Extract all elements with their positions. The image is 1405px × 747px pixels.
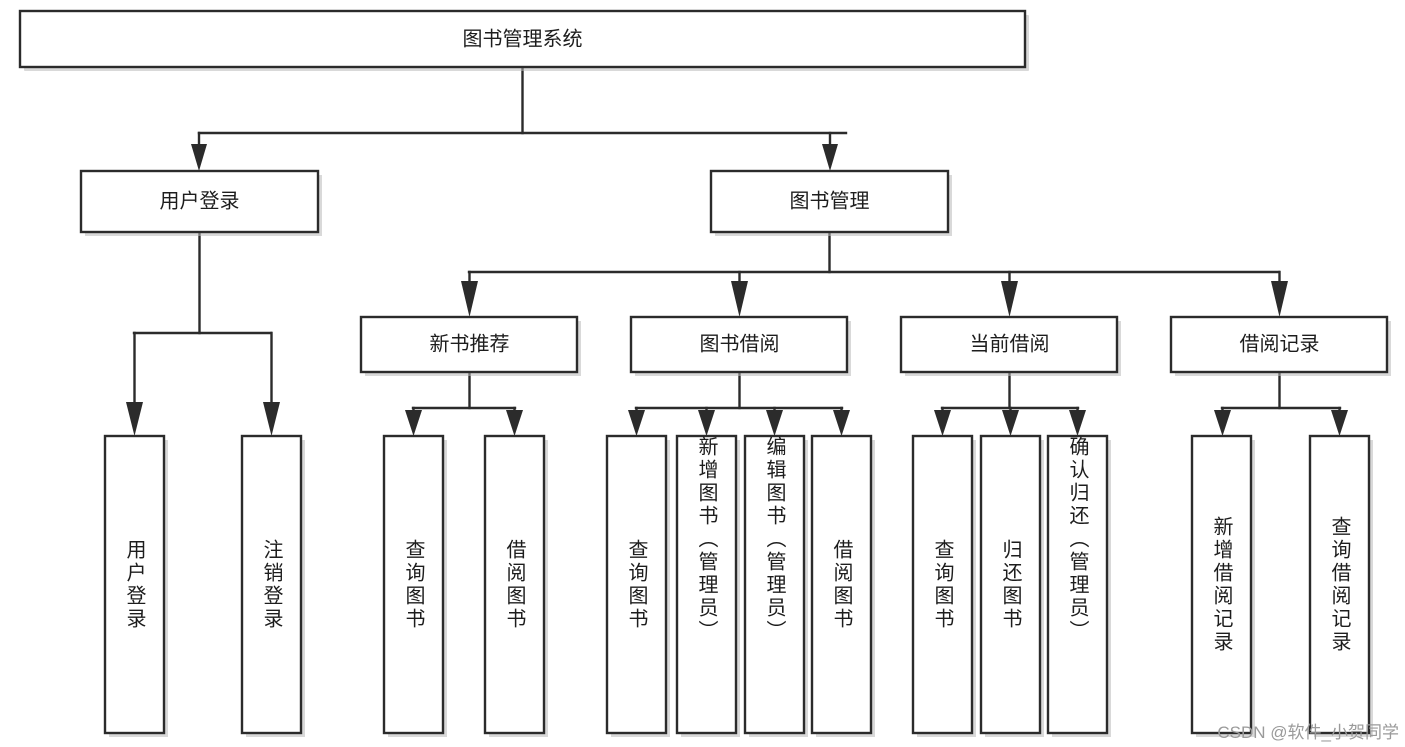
arrowhead-leaf-query-record: [1331, 410, 1348, 436]
connector-group: [126, 65, 1348, 436]
book-borrow-label: 图书借阅: [700, 332, 780, 355]
leaf-confirm-return-rect[interactable]: [1046, 434, 1109, 735]
user-login-rect[interactable]: [79, 169, 320, 234]
borrow-record-rect[interactable]: [1169, 315, 1389, 374]
arrowhead-leaf-edit-book: [766, 410, 783, 436]
arrowhead-borrow-record: [1271, 281, 1288, 317]
leaf-borrow-book-1-rect[interactable]: [483, 434, 546, 735]
arrowhead-leaf-borrow-book-2: [833, 410, 850, 436]
arrowhead-leaf-confirm-return: [1069, 410, 1086, 436]
book-management-label: 图书管理: [790, 189, 870, 212]
arrowhead-leaf-query-book-1: [405, 410, 422, 436]
csdn-watermark: CSDN @软件_小贺同学: [1217, 723, 1399, 742]
arrowhead-user-login: [191, 144, 207, 171]
arrowhead-leaf-add-record: [1214, 410, 1231, 436]
leaf-query-record-rect[interactable]: [1308, 434, 1371, 735]
arrowhead-leaf-user-login: [126, 402, 143, 436]
arrowhead-leaf-borrow-book-1: [506, 410, 523, 436]
node-current-borrow[interactable]: 当前借阅: [899, 315, 1121, 376]
leaf-query-book-2-rect[interactable]: [605, 434, 668, 735]
node-book-borrow[interactable]: 图书借阅: [629, 315, 851, 376]
arrowhead-book-borrow: [731, 281, 748, 317]
book-management-rect[interactable]: [709, 169, 950, 234]
borrow-record-label: 借阅记录: [1240, 332, 1320, 355]
current-borrow-label: 当前借阅: [970, 332, 1050, 355]
leaf-query-book-3-rect[interactable]: [911, 434, 974, 735]
arrowhead-leaf-return-book: [1002, 410, 1019, 436]
arrowhead-leaf-add-book: [698, 410, 715, 436]
leaf-edit-book-rect[interactable]: [743, 434, 806, 735]
current-borrow-rect[interactable]: [899, 315, 1119, 374]
new-book-recommend-label: 新书推荐: [430, 332, 510, 355]
arrowhead-leaf-query-book-3: [934, 410, 951, 436]
arrowhead-leaf-logout-login: [263, 402, 280, 436]
node-book-management[interactable]: 图书管理: [709, 169, 952, 236]
leaf-add-book-rect[interactable]: [675, 434, 738, 735]
leaf-return-book-rect[interactable]: [979, 434, 1042, 735]
node-borrow-record[interactable]: 借阅记录: [1169, 315, 1391, 376]
leaf-boxes: [103, 434, 1373, 737]
arrowhead-book-management: [822, 144, 838, 171]
leaf-logout-login-rect[interactable]: [240, 434, 303, 735]
book-borrow-rect[interactable]: [629, 315, 849, 374]
leaf-add-record-rect[interactable]: [1190, 434, 1253, 735]
new-book-recommend-rect[interactable]: [359, 315, 579, 374]
root-rect[interactable]: [18, 9, 1027, 69]
leaf-user-login-rect[interactable]: [103, 434, 166, 735]
leaf-query-book-1-rect[interactable]: [382, 434, 445, 735]
leaf-borrow-book-2-rect[interactable]: [810, 434, 873, 735]
arrowhead-new-book-recommend: [461, 281, 478, 317]
root-label: 图书管理系统: [463, 27, 583, 50]
node-new-book-recommend[interactable]: 新书推荐: [359, 315, 581, 376]
user-login-label: 用户登录: [160, 189, 240, 212]
node-root[interactable]: 图书管理系统: [18, 9, 1029, 71]
arrowhead-current-borrow: [1001, 281, 1018, 317]
arrowhead-leaf-query-book-2: [628, 410, 645, 436]
node-user-login[interactable]: 用户登录: [79, 169, 322, 236]
